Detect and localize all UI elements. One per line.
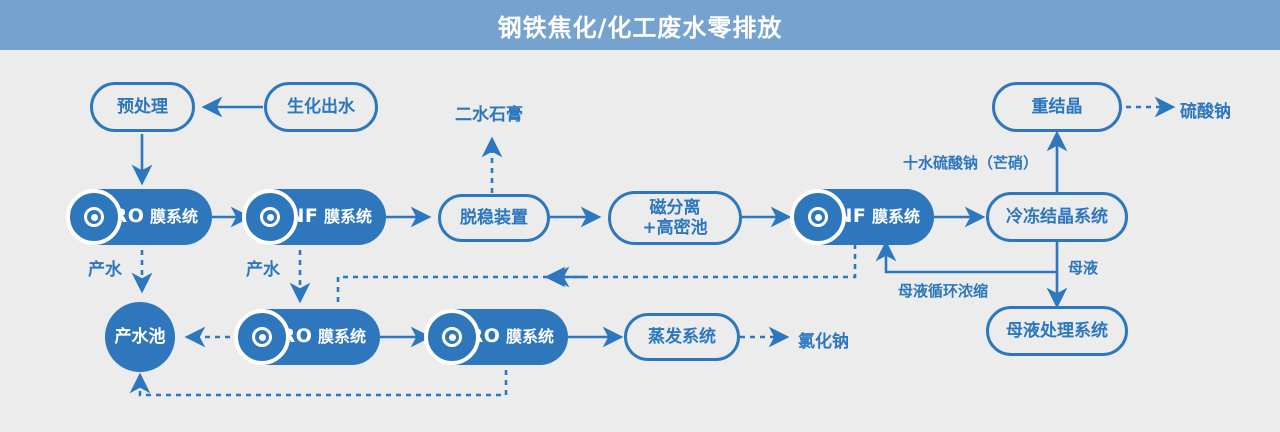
node-mother-liquor-system-label: 母液处理系统 (1006, 320, 1108, 341)
output-gypsum: 二水石膏 (455, 105, 523, 125)
edge-label-product-water-2: 产水 (246, 260, 280, 280)
node-freeze-crystallization-label: 冷冻结晶系统 (1006, 206, 1108, 227)
node-cdro-membrane-1[interactable]: CDRO 膜系统 (66, 189, 212, 245)
node-cdnf-membrane-2[interactable]: CDNF 膜系统 (790, 189, 934, 245)
output-sodium-chloride: 氯化钠 (798, 332, 849, 352)
target-icon (234, 309, 290, 365)
node-bio-effluent-label: 生化出水 (287, 96, 355, 117)
node-dtro-membrane[interactable]: DTRO 膜系统 (424, 309, 568, 365)
edge-label-mother-liquor-recycle: 母液循环浓缩 (898, 282, 989, 300)
target-icon (424, 309, 480, 365)
node-dtro-membrane-sub: 膜系统 (505, 327, 554, 347)
page-title: 钢铁焦化/化工废水零排放 (497, 13, 783, 42)
node-destabilizer[interactable]: 脱稳装置 (438, 194, 550, 242)
edge-dtro-return-to-tank (129, 360, 508, 397)
node-evaporation-system[interactable]: 蒸发系统 (624, 313, 740, 361)
node-product-water-tank[interactable]: 产水池 (105, 302, 175, 372)
node-freeze-crystallization[interactable]: 冷冻结晶系统 (986, 192, 1128, 242)
node-cdro-membrane-1-sub: 膜系统 (149, 207, 198, 227)
node-magnetic-separation-line1: 磁分离 (649, 197, 701, 218)
node-recrystallization[interactable]: 重结晶 (992, 82, 1122, 132)
node-pretreatment-label: 预处理 (117, 96, 168, 117)
target-icon (790, 189, 846, 245)
edge-label-glauber-salt: 十水硫酸钠（芒硝） (903, 154, 1039, 172)
target-icon (242, 189, 298, 245)
target-icon (66, 189, 122, 245)
node-product-water-tank-label: 产水池 (114, 326, 166, 347)
node-magnetic-separation[interactable]: 磁分离 +高密池 (608, 191, 742, 245)
node-pretreatment[interactable]: 预处理 (90, 82, 195, 132)
node-recrystallization-label: 重结晶 (1031, 96, 1083, 117)
node-magnetic-separation-line2: +高密池 (642, 218, 708, 238)
node-cdro-membrane-2-sub: 膜系统 (317, 327, 366, 347)
node-mother-liquor-system[interactable]: 母液处理系统 (986, 306, 1128, 356)
node-destabilizer-label: 脱稳装置 (460, 207, 528, 228)
node-bio-effluent[interactable]: 生化出水 (264, 82, 378, 132)
node-cdnf-membrane-1-sub: 膜系统 (323, 207, 372, 227)
edge-cdnf2-return-to-cdro2 (336, 244, 857, 302)
node-cdnf-membrane-1[interactable]: CDNF 膜系统 (242, 189, 386, 245)
node-evaporation-system-label: 蒸发系统 (648, 326, 716, 347)
edge-label-product-water-1: 产水 (88, 260, 122, 280)
edge-label-mother-liquor: 母液 (1068, 259, 1099, 277)
node-cdro-membrane-2[interactable]: CDRO 膜系统 (234, 309, 380, 365)
edge-mother-liquor-recycle (875, 240, 1057, 274)
page-header: 钢铁焦化/化工废水零排放 (0, 0, 1280, 50)
node-cdnf-membrane-2-sub: 膜系统 (871, 207, 920, 227)
output-sodium-sulfate: 硫酸钠 (1180, 102, 1231, 122)
